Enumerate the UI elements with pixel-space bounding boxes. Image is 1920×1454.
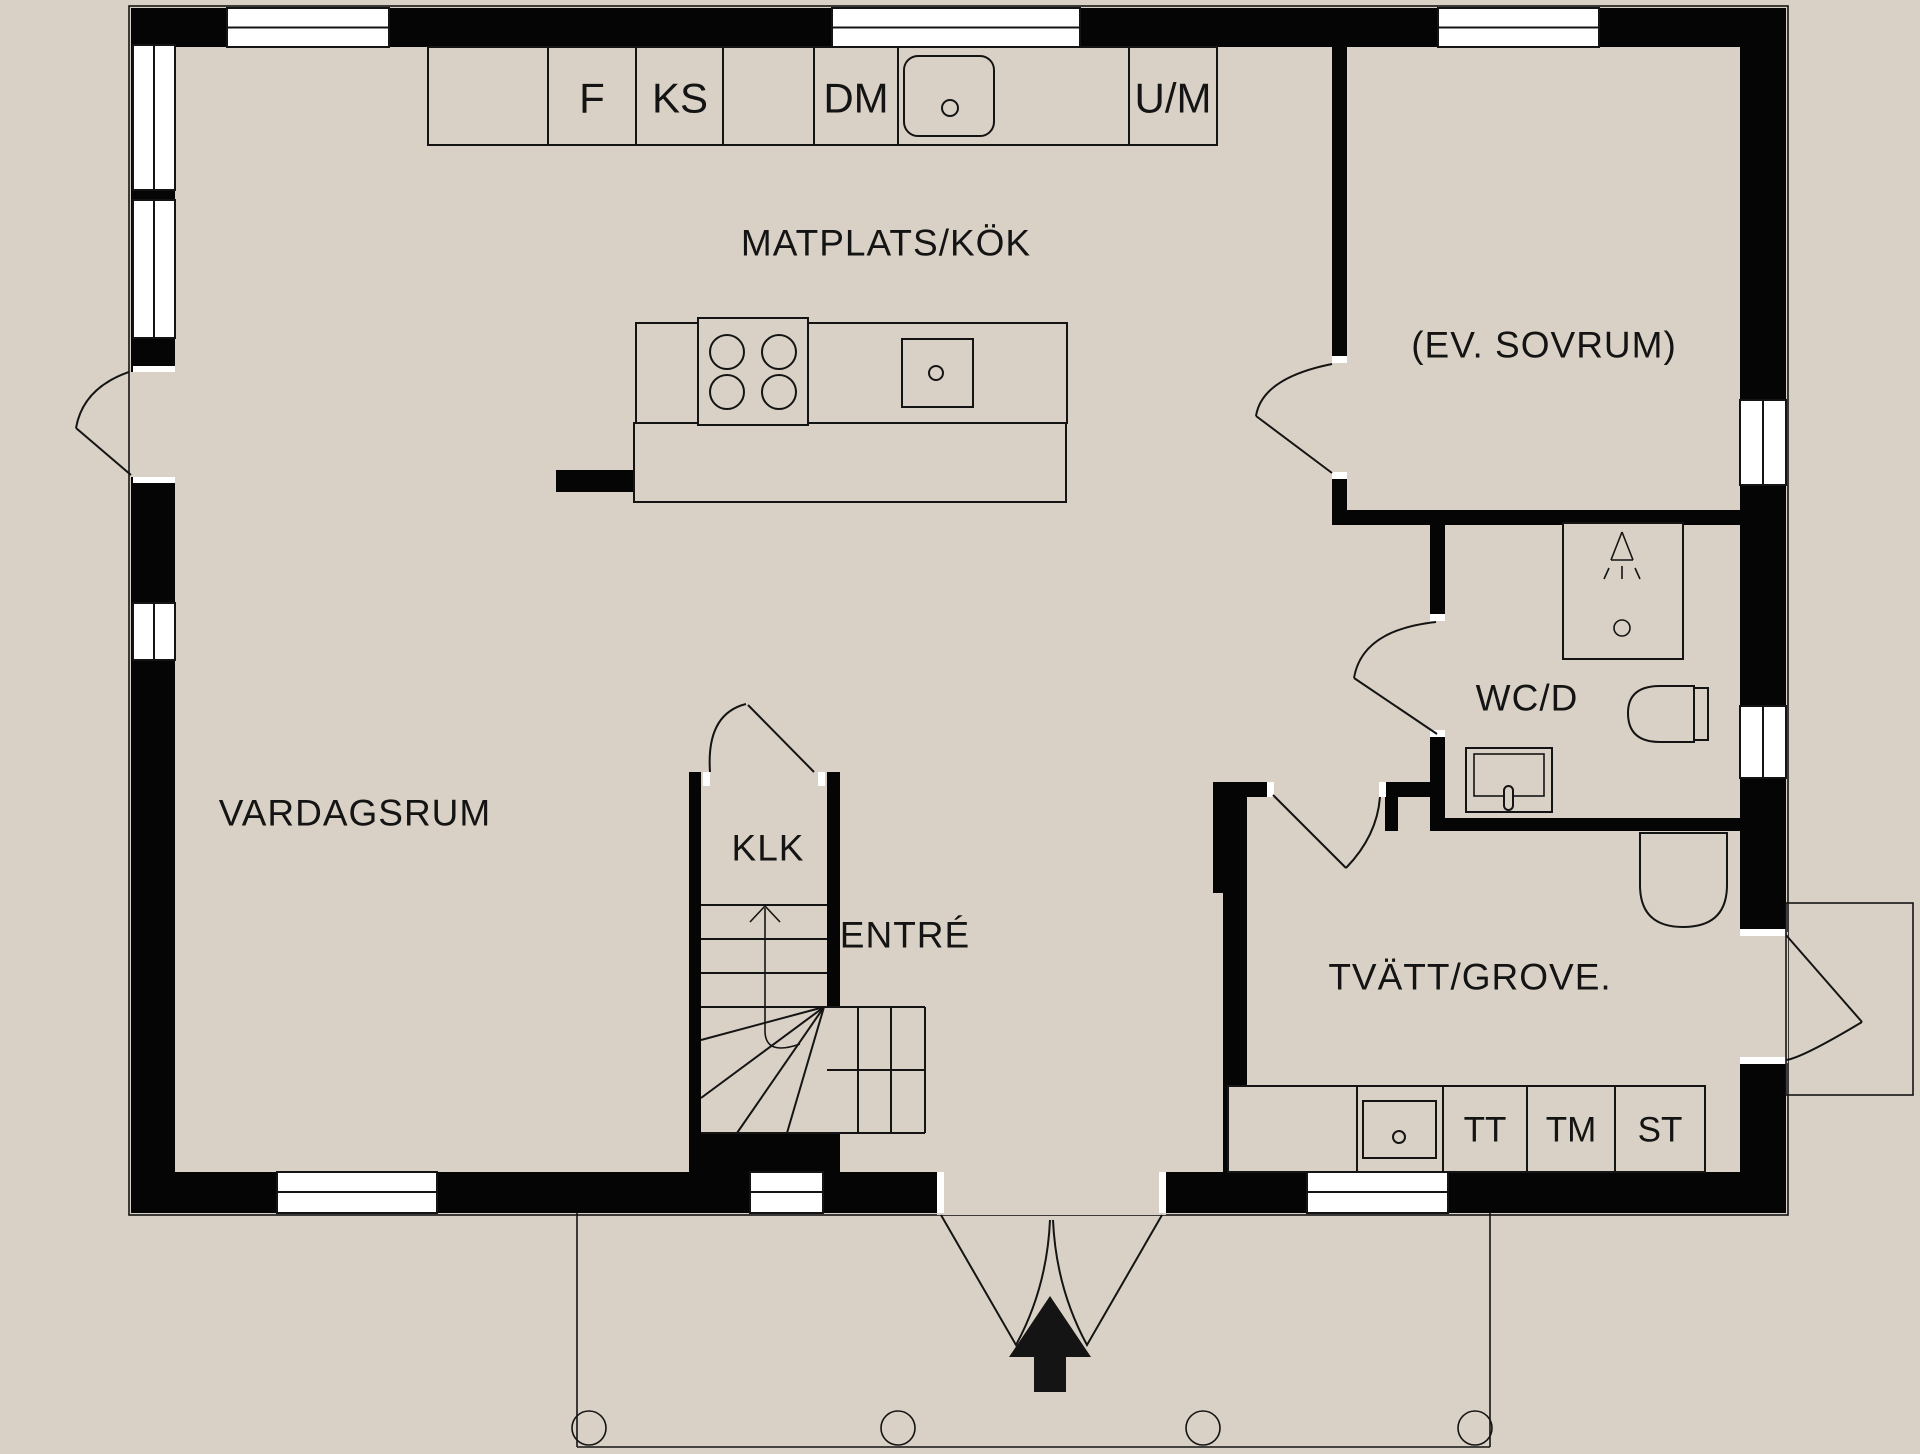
toilet	[1626, 685, 1709, 743]
side-landing	[1785, 902, 1914, 1096]
porch	[571, 1213, 1493, 1448]
laundry-exit-door-leaf	[1785, 934, 1863, 1023]
unit-label-oven: U/M	[1135, 75, 1212, 122]
laundry-door-leaf	[1272, 794, 1347, 869]
window-bottom-1	[276, 1171, 438, 1214]
room-label-kitchen: MATPLATS/KÖK	[741, 223, 1031, 264]
porch-column	[1185, 1410, 1221, 1446]
entrance-arrow-icon	[1009, 1296, 1091, 1392]
porch-column	[1457, 1410, 1493, 1446]
room-label-wc: WC/D	[1476, 678, 1579, 719]
room-label-closet: KLK	[732, 828, 805, 869]
wc-door-arc	[1353, 621, 1437, 679]
room-label-bedroom: (EV. SOVRUM)	[1411, 325, 1677, 366]
wc-sink	[1465, 747, 1553, 813]
unit-label-boiler-cabinet: ST	[1638, 1111, 1683, 1150]
shower-head-icon	[1610, 531, 1634, 561]
door-jambs	[133, 356, 1786, 1213]
room-label-laundry: TVÄTT/GROVE.	[1328, 957, 1611, 998]
window-right-wc	[1739, 705, 1787, 779]
window-left-3	[132, 602, 176, 661]
door-swings	[75, 363, 1863, 1348]
wc-door-leaf	[1353, 677, 1438, 735]
window-bottom-3	[1306, 1171, 1449, 1214]
closet-door-leaf	[747, 704, 815, 773]
wall-hall-top	[1332, 510, 1740, 525]
opening-laundry-door	[1738, 932, 1788, 1063]
shower-drain	[1613, 619, 1631, 637]
stairs-up-arrow-head	[749, 904, 781, 923]
laundry-counter: TT TM ST	[1227, 1085, 1706, 1173]
window-top-2	[831, 7, 1081, 48]
entrance-door-right-leaf	[1052, 1214, 1163, 1348]
island-sink	[901, 338, 974, 408]
unit-label-dishwasher: DM	[823, 75, 888, 122]
porch-column	[880, 1410, 916, 1446]
kitchen-sink	[903, 55, 995, 137]
unit-label-washer: TM	[1546, 1111, 1597, 1150]
wall-under-stairs	[689, 1133, 840, 1173]
unit-label-fridge: F	[579, 75, 605, 122]
kitchen-island	[633, 317, 1068, 503]
stairs-up-arrow	[764, 908, 801, 1049]
unit-label-dryer: TT	[1464, 1111, 1507, 1150]
terrace-door-arc	[75, 371, 130, 429]
wall-closet-left	[689, 772, 701, 1172]
stairs	[700, 904, 926, 1134]
wall-laundry-stub	[1385, 797, 1398, 831]
laundry-exit-door-arc	[1785, 1021, 1863, 1061]
porch-column	[571, 1410, 607, 1446]
room-label-living: VARDAGSRUM	[219, 793, 491, 834]
laundry-sink	[1362, 1100, 1437, 1159]
window-right-bedroom	[1739, 399, 1787, 486]
window-top-1	[226, 7, 390, 48]
wc-fixtures	[1465, 522, 1709, 813]
wall-entry-laundry-upper	[1213, 782, 1247, 893]
window-left-2	[132, 199, 176, 339]
window-bottom-2	[749, 1171, 824, 1214]
stove	[697, 317, 809, 426]
shower	[1562, 522, 1684, 660]
wall-wc-left-upper	[1430, 525, 1445, 620]
kitchen-counter: F KS DM U/M	[427, 46, 1218, 146]
terrace-door-leaf	[75, 427, 132, 476]
shower-spray-icon	[1603, 566, 1641, 580]
wall-laundry-top-right	[1380, 782, 1432, 797]
window-top-3	[1437, 7, 1600, 48]
opening-terrace-door	[131, 372, 177, 477]
room-label-entry: ENTRÉ	[840, 915, 970, 956]
laundry-door-arc	[1345, 796, 1381, 869]
window-left-1	[132, 44, 176, 191]
closet-door-arc	[708, 703, 747, 773]
opening-main-entrance	[937, 1170, 1166, 1215]
wall-wc-bottom	[1430, 818, 1740, 831]
wall-openings	[131, 372, 1788, 1215]
wall-closet-right	[827, 772, 840, 1007]
interior-walls	[556, 47, 1740, 1172]
windows	[132, 7, 1787, 1214]
water-heater	[1639, 832, 1728, 929]
entrance-door-left-leaf	[940, 1214, 1051, 1348]
wall-bedroom-left	[1332, 47, 1347, 362]
room-labels: MATPLATS/KÖK (EV. SOVRUM) WC/D VARDAGSRU…	[219, 223, 1677, 998]
bedroom-door-arc	[1255, 363, 1333, 417]
bedroom-door-leaf	[1255, 415, 1333, 474]
wall-wc-left-lower	[1430, 736, 1445, 831]
unit-label-freezer: KS	[652, 75, 708, 122]
